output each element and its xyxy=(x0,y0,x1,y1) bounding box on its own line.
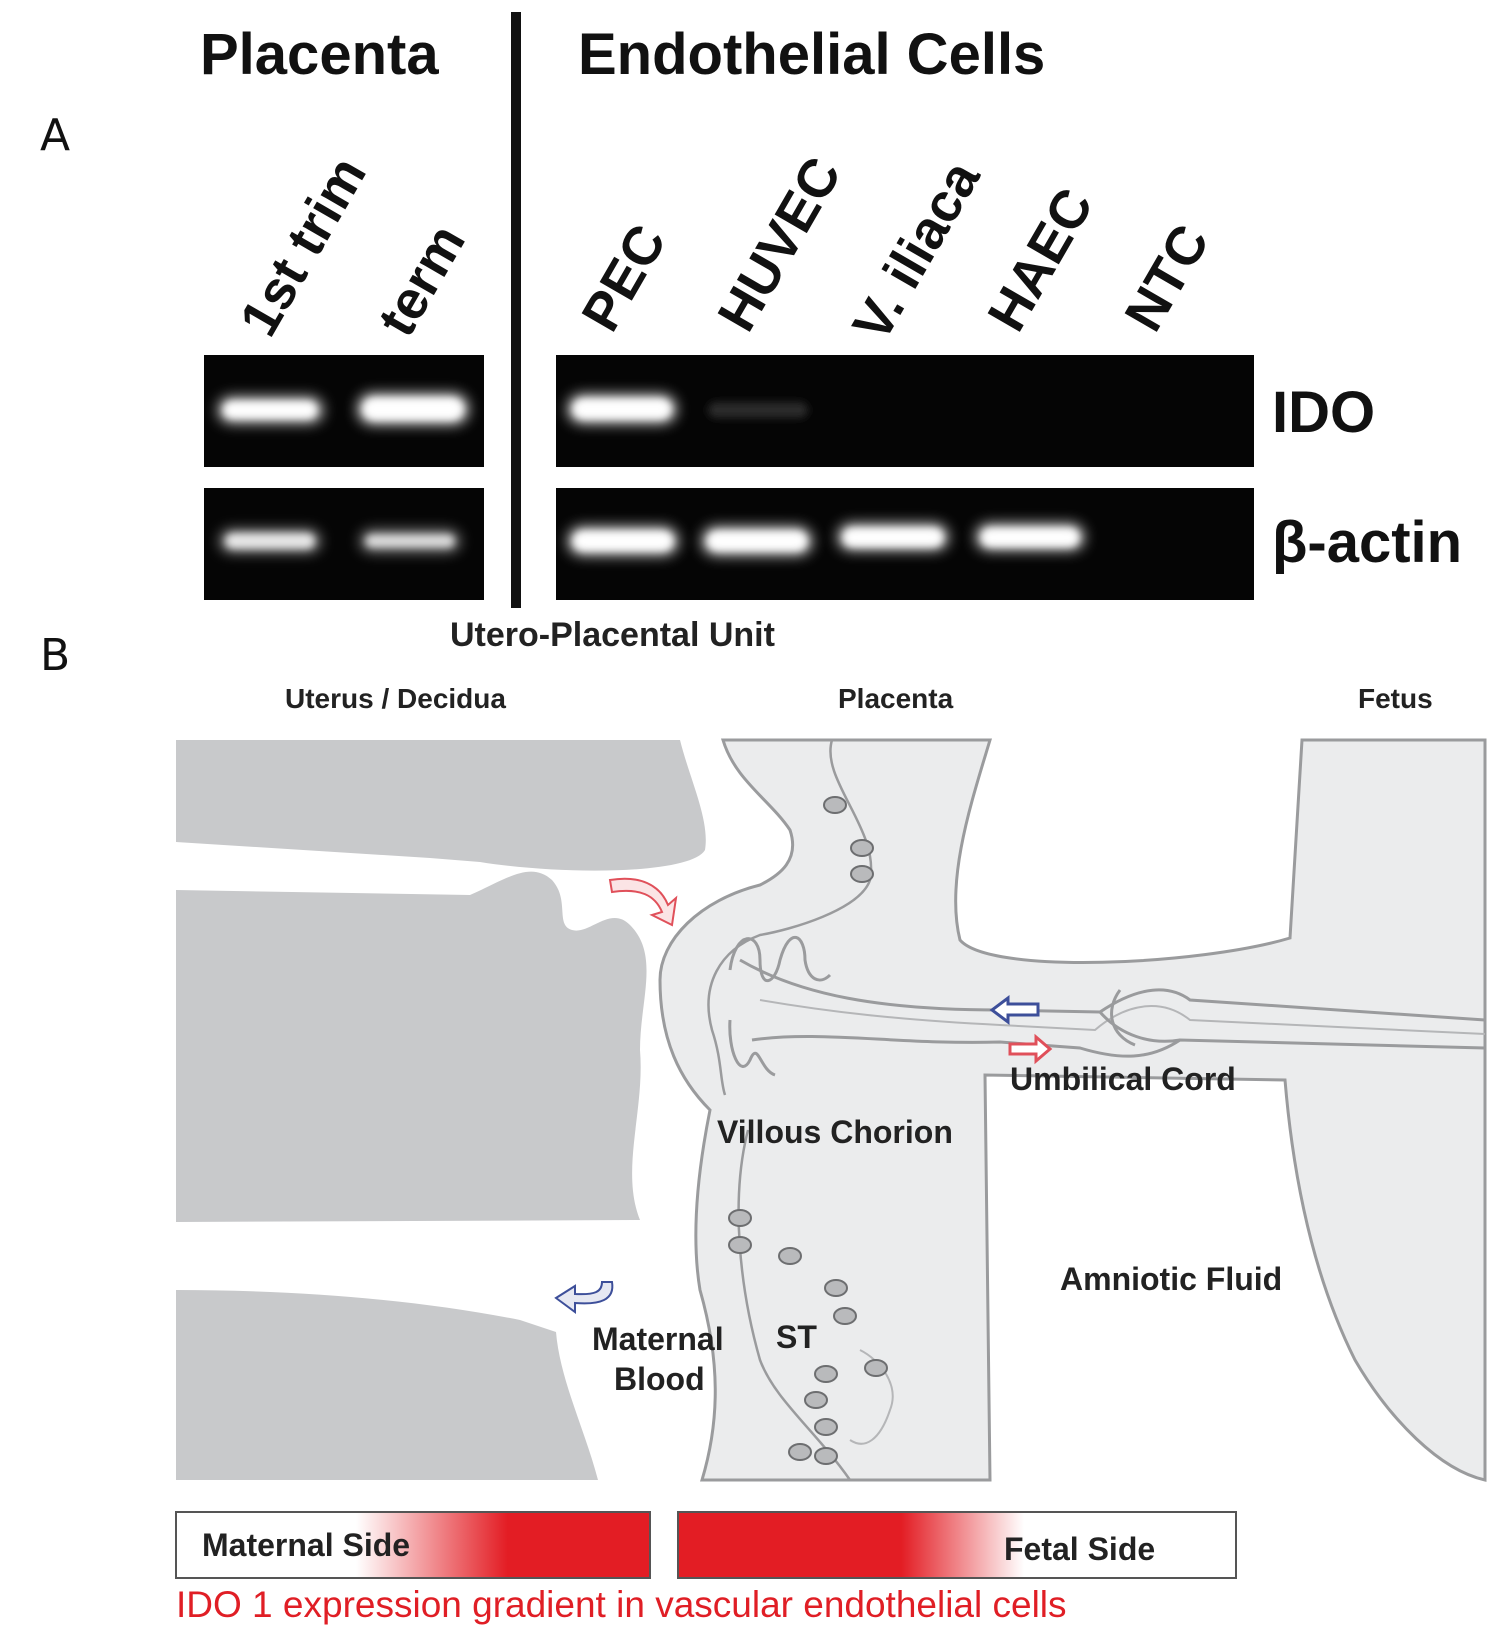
label-umbilical-cord: Umbilical Cord xyxy=(1010,1061,1236,1097)
header-placenta: Placenta xyxy=(200,22,439,87)
gradient-bar-maternal: Maternal Side xyxy=(175,1511,651,1579)
panel-b: B Utero-Placental Unit Uterus / Decidua … xyxy=(40,616,1487,1625)
uterus-decidua-tissue xyxy=(176,740,706,1480)
region-placenta: Placenta xyxy=(838,683,954,714)
umbilical-cord xyxy=(739,958,1486,1058)
trophoblast-cells xyxy=(728,796,888,1465)
label-fetal-side: Fetal Side xyxy=(1004,1531,1155,1567)
maternal-artery-arrow xyxy=(608,877,678,927)
label-maternal: Maternal xyxy=(592,1321,724,1357)
gene-label-ido: IDO xyxy=(1272,380,1375,445)
lane-label-pec: PEC xyxy=(570,215,677,341)
label-villous-chorion: Villous Chorion xyxy=(717,1114,953,1150)
divider-line xyxy=(511,12,521,608)
label-blood: Blood xyxy=(614,1361,705,1397)
header-endothelial-cells: Endothelial Cells xyxy=(578,22,1045,87)
panel-b-title: Utero-Placental Unit xyxy=(450,616,775,654)
label-amniotic-fluid: Amniotic Fluid xyxy=(1060,1261,1282,1297)
maternal-vein-arrow xyxy=(554,1281,614,1314)
panel-b-letter: B xyxy=(40,630,70,681)
gel-ido-endothelial xyxy=(556,355,1254,467)
gel-ido-placenta xyxy=(204,355,484,467)
lane-label-haec: HAEC xyxy=(976,178,1104,341)
lane-label-term: term xyxy=(366,215,476,346)
placenta-tissue xyxy=(658,738,1487,1482)
caption-ido-gradient: IDO 1 expression gradient in vascular en… xyxy=(176,1584,1067,1625)
lane-label-v-iliaca: V. iliaca xyxy=(841,150,992,351)
panel-a: A Placenta Endothelial Cells 1st trim te… xyxy=(40,12,1462,608)
gel-actin-placenta xyxy=(204,488,484,600)
gel-actin-endothelial xyxy=(556,488,1254,600)
gene-label-beta-actin: β-actin xyxy=(1272,510,1462,575)
gradient-bar-fetal: Fetal Side xyxy=(677,1511,1237,1579)
fetal-artery-arrow xyxy=(1008,1033,1053,1065)
lane-label-1st-trim: 1st trim xyxy=(228,147,378,346)
label-maternal-side: Maternal Side xyxy=(202,1527,410,1563)
lane-label-ntc: NTC xyxy=(1113,215,1220,341)
region-uterus-decidua: Uterus / Decidua xyxy=(285,683,506,714)
panel-a-letter: A xyxy=(40,110,70,161)
label-st: ST xyxy=(776,1319,817,1355)
lane-label-huvec: HUVEC xyxy=(706,147,852,341)
region-fetus: Fetus xyxy=(1358,683,1433,714)
fetal-vein-arrow xyxy=(989,995,1040,1025)
